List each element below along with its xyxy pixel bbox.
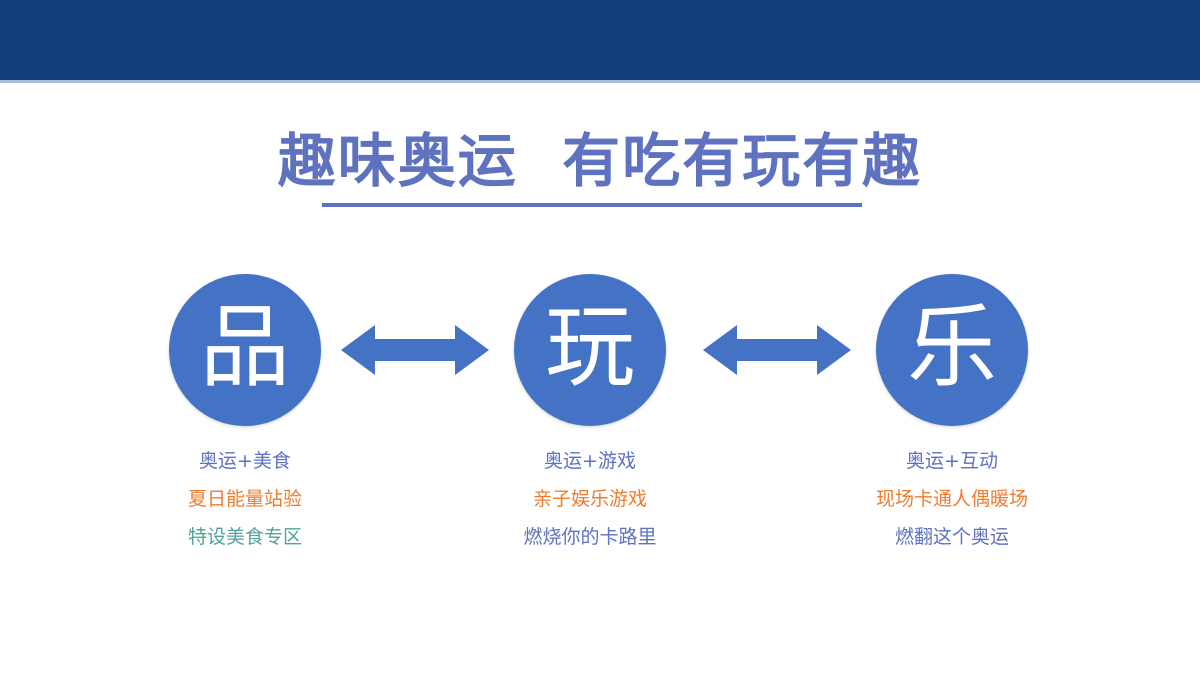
concept-diagram: 品 玩 乐 [0,274,1200,426]
caption-line-detail: 燃烧你的卡路里 [523,526,657,548]
caption-line-theme: 奥运+美食 [199,450,291,472]
caption-column-pin: 奥运+美食 夏日能量站验 特设美食专区 [75,442,415,556]
double-arrow-pin-to-wan [341,324,489,376]
top-banner-divider [0,80,1200,83]
node-wan-glyph: 玩 [545,295,635,400]
caption-line-activity: 夏日能量站验 [187,488,302,510]
top-banner [0,0,1200,80]
page-title-underline [322,203,862,207]
caption-line-detail: 燃翻这个奥运 [894,526,1009,548]
double-arrow-wan-to-le [703,324,851,376]
node-pin-glyph: 品 [200,295,290,400]
caption-line-activity: 现场卡通人偶暖场 [875,488,1028,510]
caption-column-wan: 奥运+游戏 亲子娱乐游戏 燃烧你的卡路里 [420,442,760,556]
page-title: 趣味奥运 有吃有玩有趣 [0,128,1200,195]
node-le-glyph: 乐 [907,295,997,400]
page-title-text: 趣味奥运 有吃有玩有趣 [277,127,923,195]
caption-line-theme: 奥运+游戏 [544,450,636,472]
node-wan[interactable]: 玩 [514,274,666,426]
caption-line-activity: 亲子娱乐游戏 [532,488,647,510]
node-pin[interactable]: 品 [169,274,321,426]
caption-line-theme: 奥运+互动 [906,450,998,472]
caption-column-le: 奥运+互动 现场卡通人偶暖场 燃翻这个奥运 [782,442,1122,556]
node-le[interactable]: 乐 [876,274,1028,426]
caption-line-detail: 特设美食专区 [187,526,302,548]
